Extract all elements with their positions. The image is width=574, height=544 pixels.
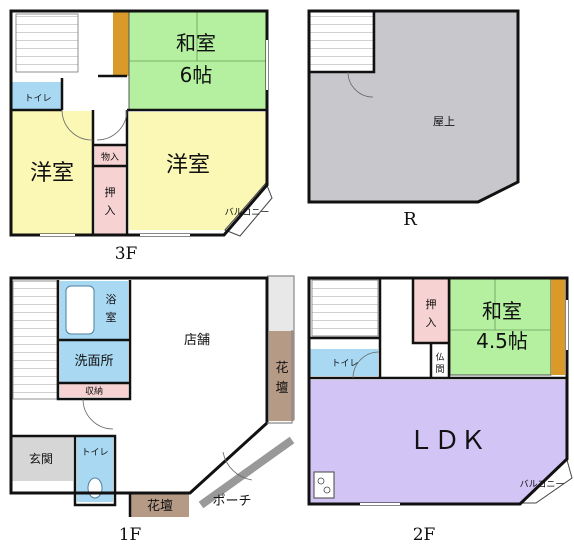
ldk-2f xyxy=(310,380,567,503)
toilet-bowl-1f xyxy=(87,477,103,499)
burner-1-icon xyxy=(317,477,325,485)
room-closet-top-3f: 押 xyxy=(105,185,116,199)
floor-2f: 押 入 和室 4.5帖 トイレ 仏 間 ＬＤＫ バルコニー 2F xyxy=(307,276,573,544)
washitsu-2f xyxy=(449,278,552,376)
bathtub-1f xyxy=(65,285,95,335)
room-flowerbed-right-top-1f: 花 xyxy=(275,360,288,376)
outer-wall-1f xyxy=(9,276,269,495)
room-ldk-2f: ＬＤＫ xyxy=(408,426,486,456)
room-rooftop: 屋上 xyxy=(433,115,455,128)
room-flowerbed-bottom-1f: 花壇 xyxy=(147,498,173,514)
room-bath-top-1f: 浴 xyxy=(106,293,117,306)
stairs-1f xyxy=(12,280,58,400)
room-toilet-3f: トイレ xyxy=(24,94,51,104)
floor-r: 屋上 R xyxy=(307,9,520,230)
toilet-2f xyxy=(310,349,378,376)
inner-walls-r xyxy=(309,11,376,74)
room-porch-1f: ポーチ xyxy=(212,494,251,509)
western-right-3f xyxy=(129,112,266,230)
room-washitsu-2f: 和室 xyxy=(482,299,522,323)
floor-1f: 浴 室 洗面所 収納 店舗 花 壇 玄関 トイレ 花壇 ポーチ 1F xyxy=(9,275,295,544)
tatami-lines-2f xyxy=(450,279,551,331)
storage-3f xyxy=(95,146,125,166)
windows-3f xyxy=(40,40,268,236)
room-bath-bottom-1f: 室 xyxy=(106,310,117,324)
outer-wall-3f xyxy=(9,9,269,237)
stove-2f xyxy=(313,471,335,499)
room-toilet-1f: トイレ xyxy=(81,448,108,458)
door-1f-a xyxy=(82,398,114,430)
stairs-2f xyxy=(311,279,379,337)
room-balcony-3f: バルコニー xyxy=(225,207,270,218)
inner-walls-2f xyxy=(309,278,567,380)
western-left-3f xyxy=(11,111,93,235)
room-storage-1f: 収納 xyxy=(85,385,103,397)
outer-wall-2f xyxy=(307,276,569,506)
flowerbed-bottom-1f xyxy=(131,492,189,517)
room-toilet-2f: トイレ xyxy=(331,359,358,369)
stairs-r xyxy=(308,10,374,73)
porch-step-1f xyxy=(198,436,295,509)
butsuma-2f xyxy=(432,345,448,377)
room-butsuma-bottom-2f: 間 xyxy=(435,364,444,375)
room-western-left-3f: 洋室 xyxy=(30,161,74,186)
flowerbed-right-1f xyxy=(269,331,294,421)
stairs-3f xyxy=(15,13,79,73)
room-storage-3f: 物入 xyxy=(101,151,119,163)
room-balcony-2f: バルコニー xyxy=(520,479,565,490)
tokonoma-2f xyxy=(551,279,565,375)
room-washitsu-size-2f: 4.5帖 xyxy=(476,329,528,353)
inner-walls-1f xyxy=(11,280,190,517)
entrance-1f xyxy=(11,437,73,481)
room-flowerbed-right-bottom-1f: 壇 xyxy=(275,380,288,396)
room-entrance-1f: 玄関 xyxy=(29,451,53,466)
inner-walls-3f xyxy=(11,74,267,235)
windows-2f xyxy=(360,300,568,505)
tatami-lines-3f xyxy=(129,12,266,62)
tokonoma-3f xyxy=(113,12,129,76)
floor-label-1f: 1F xyxy=(119,525,142,544)
burner-2-icon xyxy=(323,486,331,494)
room-butsuma-top-2f: 仏 xyxy=(435,352,444,363)
closet-2f xyxy=(414,279,448,343)
door-2f-a xyxy=(352,351,380,379)
room-closet-top-2f: 押 xyxy=(426,297,437,311)
room-closet-bottom-2f: 入 xyxy=(426,316,437,329)
flowerbed-border-1f xyxy=(267,275,295,424)
room-washroom-1f: 洗面所 xyxy=(74,354,113,369)
room-shop-1f: 店舗 xyxy=(184,333,210,348)
door-r xyxy=(347,71,374,98)
floor-label-3f: 3F xyxy=(115,244,138,264)
room-washitsu-3f: 和室 xyxy=(176,31,216,55)
outer-wall-r xyxy=(307,9,520,204)
flowerbed-right-frame-1f xyxy=(269,276,294,331)
closet-3f xyxy=(95,167,125,235)
room-closet-bottom-3f: 入 xyxy=(105,204,116,217)
room-western-right-3f: 洋室 xyxy=(166,153,210,178)
floor-3f: 和室 6帖 トイレ 洋室 洋室 物入 押 入 バルコニー 3F xyxy=(9,9,273,264)
floor-label-2f: 2F xyxy=(413,525,436,544)
door-3f-a xyxy=(61,109,94,141)
toilet-3f xyxy=(11,82,63,109)
floor-label-r: R xyxy=(403,209,417,230)
door-1f-b xyxy=(222,451,253,481)
balcony-3f xyxy=(224,182,273,237)
room-washitsu-size-3f: 6帖 xyxy=(180,63,213,87)
storage-1f xyxy=(60,383,128,397)
door-3f-b xyxy=(96,109,128,141)
